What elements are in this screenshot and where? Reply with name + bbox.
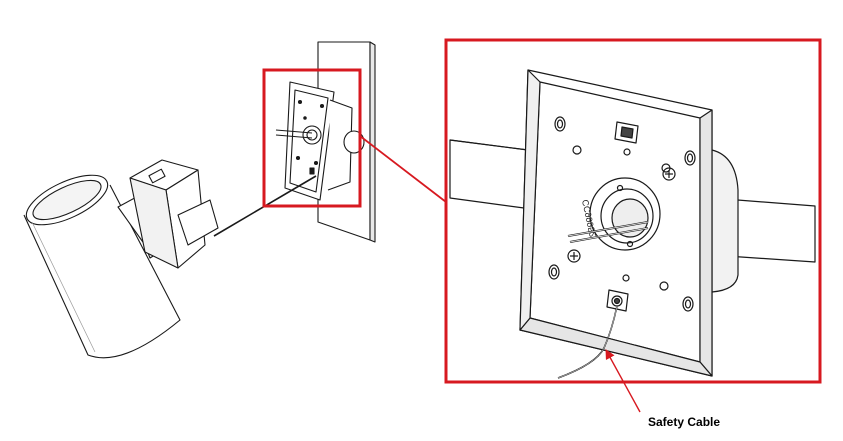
screw-bottom xyxy=(567,249,581,263)
cylinder-fixture xyxy=(23,174,181,359)
screw-top xyxy=(662,167,676,181)
detail-view: CC99952 xyxy=(444,38,822,384)
zoom-connector-lines xyxy=(359,135,447,203)
back-housing xyxy=(711,149,739,293)
cable-anchor xyxy=(606,289,629,312)
bracket-block xyxy=(129,159,219,269)
wire-bundle xyxy=(567,221,649,243)
square-tab xyxy=(614,121,639,144)
mounting-plate-detail xyxy=(519,69,713,377)
center-boss xyxy=(589,177,661,251)
mounting-plate-small xyxy=(275,81,365,201)
safety-cable-label: Safety Cable xyxy=(648,415,720,429)
overview-illustration xyxy=(23,41,376,359)
callout-arrow xyxy=(605,349,641,413)
highlight-box-small xyxy=(262,68,362,208)
